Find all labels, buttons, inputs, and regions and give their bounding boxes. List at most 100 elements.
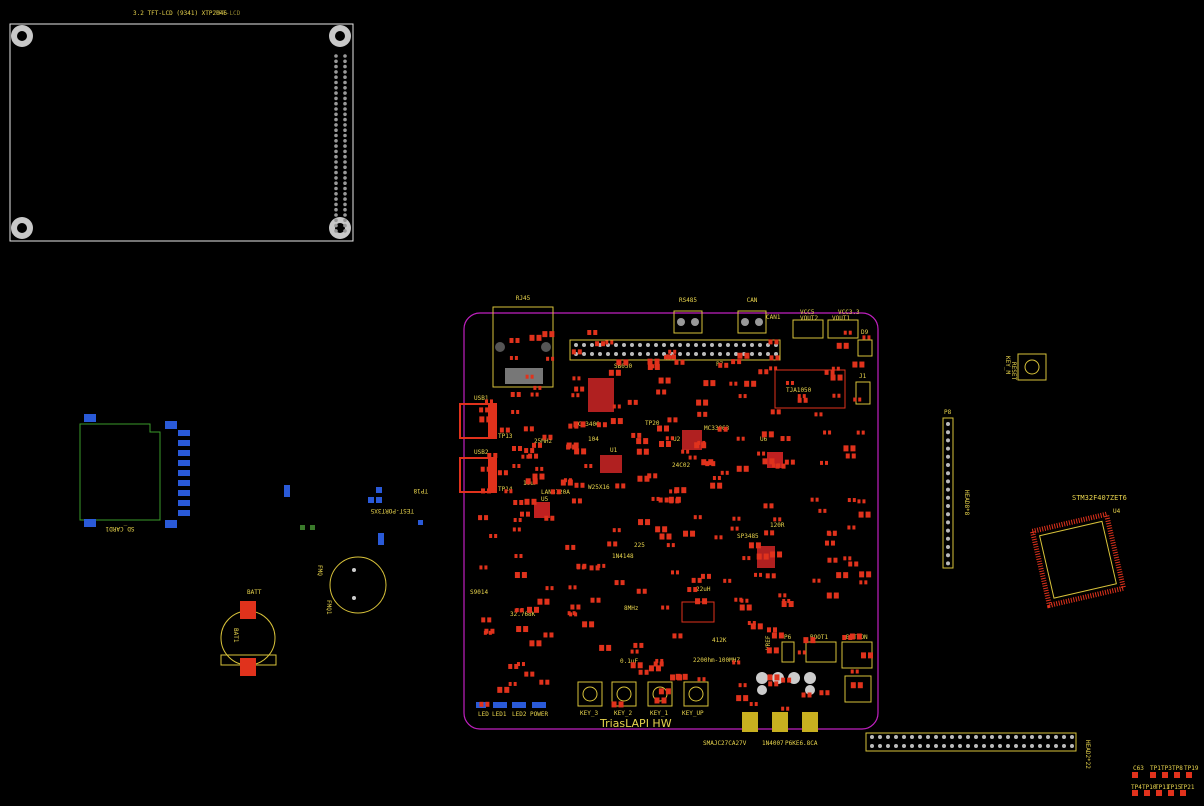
can-terminal[interactable]: CAN xyxy=(737,297,767,334)
p6ke-label: P6KE6.8CA xyxy=(785,740,818,747)
w25-label: W25X16 xyxy=(588,484,610,491)
buzzer-fmq: FMQ FMQ1 xyxy=(316,556,387,615)
vcc5-label: VCC5 xyxy=(800,309,815,316)
stm32-chip xyxy=(1029,511,1127,609)
chip-mc: MC33063 xyxy=(704,425,730,432)
keyup-label: KEY_UP xyxy=(682,710,704,717)
usb2-label: USB2 xyxy=(474,449,489,456)
header-head22[interactable]: HEAD2*22 xyxy=(865,732,1091,769)
board-name: TriasLAPI HW xyxy=(599,717,672,730)
chip-lan8720: LAN8720A U5 xyxy=(534,489,570,518)
chip-w25: W25X16 U1 xyxy=(588,447,622,491)
test-port-label: TEST-PORT3X5 xyxy=(370,507,414,514)
key2-label: KEY_2 xyxy=(614,710,632,717)
ohm-label: 2200hm-100MHZ xyxy=(693,657,740,664)
d9-label: D9 xyxy=(861,329,869,336)
mhz8-label: 8MHz xyxy=(624,605,639,612)
batt-label: BATT xyxy=(247,589,262,596)
diode-d9: D9 xyxy=(857,329,873,357)
u1-label: U1 xyxy=(610,447,618,454)
u5-label: U5 xyxy=(541,496,549,503)
vcc33-label: VCC3.3 xyxy=(838,309,860,316)
key-2-button[interactable]: KEY_2 xyxy=(611,681,637,717)
lcd-module[interactable]: 3.2 TFT-LCD (9341) XTP2046 TFT-LCD xyxy=(9,10,354,242)
chip-ch340: CH340G xyxy=(578,378,614,428)
head8-label: HEAD8*8 xyxy=(963,490,970,516)
key-1-button[interactable]: KEY_1 xyxy=(647,681,673,717)
reset-label: RESET xyxy=(1010,362,1017,380)
led2-label: LED2 xyxy=(512,711,527,718)
k412-label: 412K xyxy=(712,637,727,644)
rj45-connector[interactable]: RJ45 xyxy=(492,295,554,388)
key-up-button[interactable]: KEY_UP xyxy=(682,681,709,717)
sp3485-label: SP3485 xyxy=(737,533,759,540)
c104-label: 104 xyxy=(588,436,599,443)
u6-label: U6 xyxy=(760,436,768,443)
sd-label: SD_CARD1 xyxy=(105,525,134,532)
u4-label: U4 xyxy=(1113,508,1121,515)
keym-label: KEY_M xyxy=(1004,356,1011,374)
board-components xyxy=(478,330,873,711)
tp13-label: TP13 xyxy=(498,433,513,440)
chip-ssop8: 22uH 412K xyxy=(681,586,727,644)
tp-c63: C63 xyxy=(1133,765,1144,772)
c225-label: 225 xyxy=(634,542,645,549)
sd-card-slot[interactable]: SD_CARD1 xyxy=(79,414,190,532)
tp-11: TP11 xyxy=(1155,784,1170,791)
jumper-j1[interactable]: J1 xyxy=(855,373,871,405)
chip-tja1050: TJA1050 xyxy=(774,369,846,409)
vcc5-header[interactable]: VCC5 VOUT2 xyxy=(792,309,824,339)
battery-holder[interactable]: BATT BAT1 xyxy=(220,589,277,676)
led-label: LED xyxy=(478,711,489,718)
usb1-connector[interactable]: USB1 TP13 xyxy=(459,395,513,440)
p6-header[interactable]: P6 VREF xyxy=(765,634,795,663)
p6-label: P6 xyxy=(784,634,792,641)
r120-label: 120R xyxy=(770,522,785,529)
chip-24c02: 24C02 U2 xyxy=(672,430,702,469)
head22-label: HEAD2*22 xyxy=(1084,740,1091,769)
lan8720-label: LAN8720A xyxy=(541,489,570,496)
key3-label: KEY_3 xyxy=(580,710,598,717)
tp-1: TP1 xyxy=(1150,765,1161,772)
u2-label: U2 xyxy=(673,436,681,443)
ch340-label: CH340G xyxy=(578,421,600,428)
key1-label: KEY_1 xyxy=(650,710,668,717)
tp-3: TP3 xyxy=(1161,765,1172,772)
c01uf-label: 0.1uF xyxy=(620,658,638,665)
rs485-terminal[interactable]: RS485 xyxy=(673,297,703,334)
tp18-label: TP18 xyxy=(413,487,428,494)
boot1-header[interactable]: BOOT1 xyxy=(805,634,837,663)
uh22-label: 22uH xyxy=(696,586,711,593)
usb1-label: USB1 xyxy=(474,395,489,402)
vcc33-header[interactable]: VCC3.3 VOUT1 xyxy=(827,309,860,339)
rj45-label: RJ45 xyxy=(516,295,531,302)
rs485-label: RS485 xyxy=(679,297,697,304)
fmq1-label: FMQ1 xyxy=(325,600,332,615)
lcd-subtitle: TFT-LCD xyxy=(215,10,241,17)
reset-button[interactable]: KEY_M RESET xyxy=(1004,353,1047,381)
tp20-label: TP20 xyxy=(645,420,660,427)
dc-jack[interactable] xyxy=(844,675,872,703)
p8-label: P8 xyxy=(944,409,952,416)
vout2-label: VOUT2 xyxy=(800,315,818,322)
sb-label: SB050 xyxy=(614,363,632,370)
lcd-header-pins xyxy=(334,54,347,233)
key-3-button[interactable]: KEY_3 xyxy=(577,681,603,717)
can-label: CAN xyxy=(747,297,758,304)
header-p8[interactable]: P8 HEAD8*8 xyxy=(942,409,970,569)
tp-21: TP21 xyxy=(1180,784,1195,791)
s9014-label: S9014 xyxy=(470,589,488,596)
led1-label: LED1 xyxy=(492,711,507,718)
lcd-title: 3.2 TFT-LCD (9341) XTP2046 xyxy=(133,10,227,17)
tp-19: TP19 xyxy=(1184,765,1199,772)
tp-4: TP4 xyxy=(1131,784,1142,791)
in4007-label: 1N4007 xyxy=(762,740,784,747)
stm32-label: STM32F407ZET6 xyxy=(1072,494,1127,502)
main-board[interactable]: TriasLAPI HW xyxy=(463,312,879,730)
power-terminals[interactable] xyxy=(742,672,818,732)
mhz25-label: 25MHz xyxy=(534,438,552,445)
tp-8: TP8 xyxy=(1172,765,1183,772)
smaj-label: SMAJC27CA27V xyxy=(703,740,747,747)
fmq-label: FMQ xyxy=(316,565,323,576)
